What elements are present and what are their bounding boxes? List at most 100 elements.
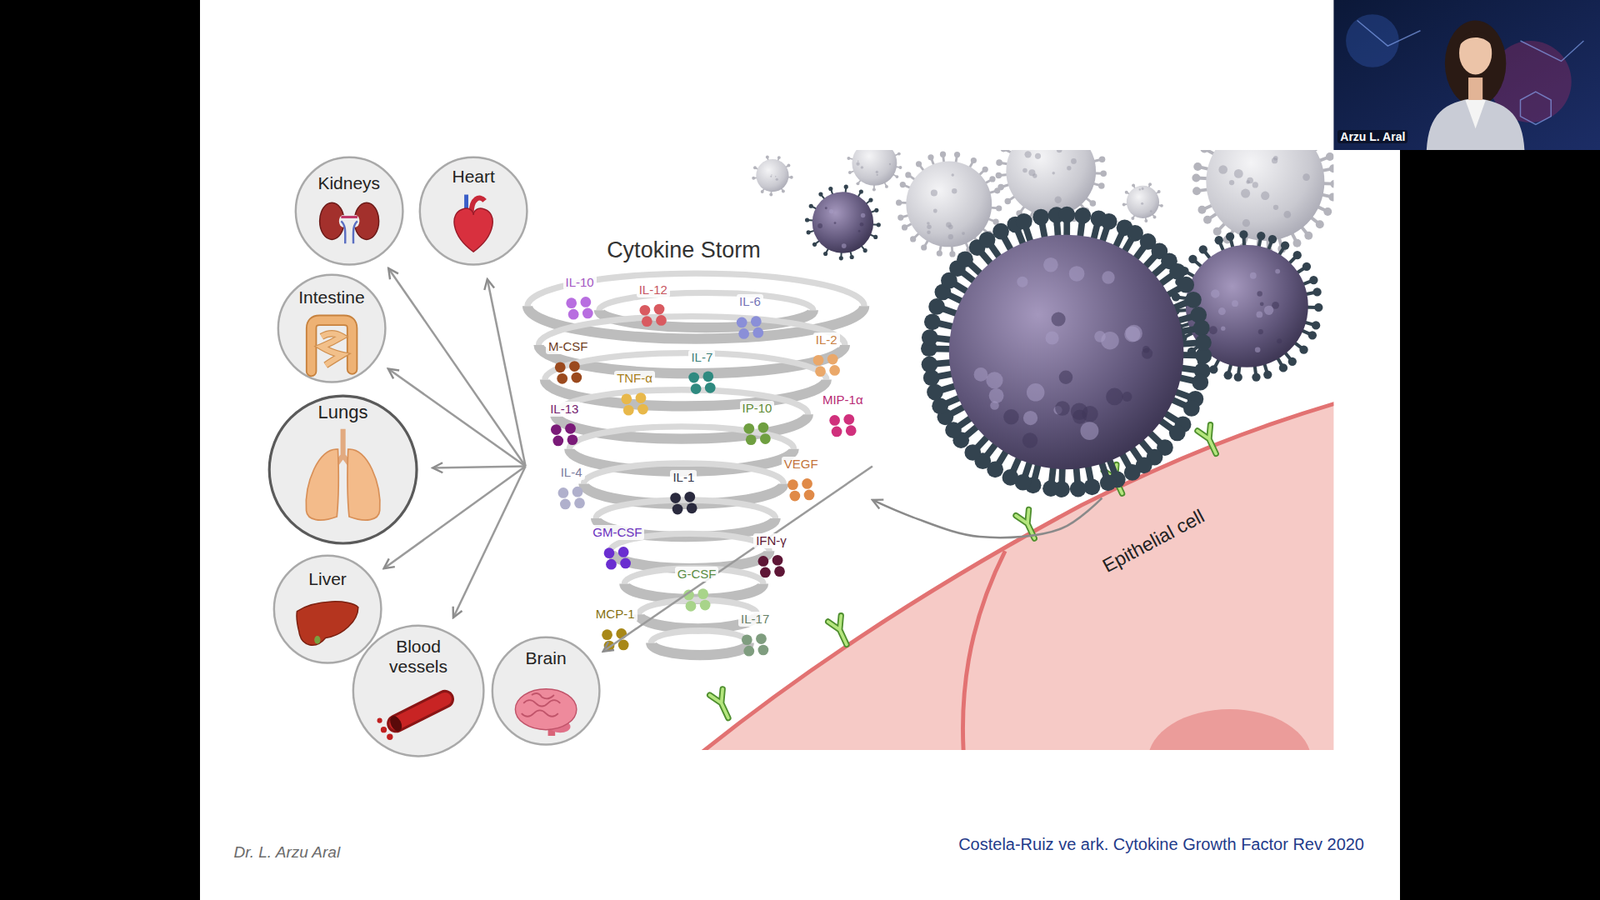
organ-label: Liver — [308, 569, 347, 590]
cytokine-dot — [574, 497, 585, 509]
virus-texture — [1260, 191, 1270, 200]
spike-head — [848, 170, 852, 175]
organ-circle-outline — [295, 157, 403, 265]
spike-head — [812, 242, 817, 247]
virus-texture — [1240, 188, 1250, 198]
spike-head — [765, 155, 770, 160]
cytokine-dot — [758, 422, 770, 434]
cytokine-dot — [758, 645, 770, 656]
blood-cell — [380, 726, 387, 733]
virus-body — [1205, 150, 1325, 241]
spike-head — [1195, 334, 1212, 351]
cytokine-dot — [829, 365, 840, 376]
virus-texture — [926, 221, 930, 225]
spike-head — [1193, 320, 1210, 337]
cytokine-dot — [620, 393, 632, 405]
virus-texture — [1124, 325, 1140, 342]
organ-circle-outline — [269, 395, 417, 544]
cytokine-cluster — [736, 315, 764, 339]
spike-head — [997, 184, 1005, 191]
spike-head — [1000, 150, 1008, 152]
author-note: Dr. L. Arzu Aral — [233, 843, 340, 863]
virus-texture — [1105, 388, 1124, 406]
spike-head — [1144, 219, 1148, 223]
spike-head — [1234, 373, 1243, 382]
cytokine-dot — [702, 370, 714, 382]
spike-head — [1328, 193, 1334, 202]
virus-body — [1126, 185, 1160, 219]
cytokine-label: IP-10 — [740, 400, 775, 416]
virus-texture — [875, 170, 879, 174]
virus-texture — [1142, 345, 1150, 354]
spike-head — [1100, 475, 1117, 492]
spike-head — [781, 190, 785, 194]
heart-shape — [454, 208, 493, 252]
spike-head — [1213, 227, 1222, 236]
spike-head — [897, 214, 904, 220]
spike-head — [1124, 464, 1141, 481]
cytokine-dot — [654, 304, 665, 315]
cytokine-label: VEGF — [781, 456, 821, 472]
cytokine-cluster — [683, 588, 710, 611]
gallbladder — [314, 635, 320, 645]
spike-head — [1329, 164, 1334, 173]
spike-head — [921, 355, 939, 373]
cytokine-dot — [635, 392, 647, 404]
virus-body — [949, 235, 1185, 470]
spike-head — [1315, 220, 1325, 229]
spike-head — [1263, 370, 1272, 379]
virus-texture — [1258, 329, 1264, 335]
cytokine-dot — [813, 355, 825, 366]
receptor-outline — [710, 689, 735, 721]
spike-head — [1325, 152, 1335, 161]
virus-texture — [985, 371, 1003, 389]
cytokine-dot — [550, 424, 562, 435]
virus-body — [1185, 245, 1309, 368]
virus-texture — [1141, 187, 1145, 190]
virus-particle — [751, 155, 793, 197]
virus-texture — [1229, 180, 1235, 185]
organ-circle: Blood vessels — [351, 624, 485, 758]
cytokine-dot — [570, 372, 582, 384]
spike-head — [949, 250, 955, 257]
cytokine-cluster — [601, 628, 629, 651]
organ-label: Heart — [451, 166, 495, 187]
spike-head — [1157, 190, 1161, 194]
receptor-fill — [1197, 425, 1223, 457]
cytokine-dot — [655, 315, 667, 326]
spike-head — [921, 329, 939, 346]
virus-particle — [895, 151, 1002, 258]
organ-drawing — [492, 637, 600, 745]
cytokine-cluster — [743, 422, 770, 445]
tornado-band-back — [595, 500, 776, 519]
cytokine-label: IL-13 — [547, 401, 581, 417]
spike-head — [1074, 207, 1091, 225]
spike-head — [1169, 425, 1186, 442]
virus-texture — [1231, 300, 1239, 307]
cytokine-label: G-CSF — [675, 566, 720, 582]
virus-texture — [948, 234, 954, 240]
virus-texture — [1043, 257, 1059, 273]
spike-head — [1098, 182, 1105, 190]
spike-head — [760, 190, 765, 194]
receptor — [1197, 425, 1223, 457]
spike-head — [1293, 239, 1302, 248]
spike-head — [1084, 478, 1101, 495]
cytokine-dot — [568, 309, 580, 320]
cytokine-dot — [641, 315, 653, 327]
cytokine-dot — [700, 600, 711, 611]
virus-texture — [1250, 272, 1257, 280]
vessel-wall — [395, 699, 445, 724]
virus-particle — [1122, 182, 1164, 223]
cytokine-dot — [572, 486, 584, 498]
virus-body — [905, 160, 992, 247]
vessel — [395, 699, 445, 724]
person-neck — [1468, 77, 1483, 100]
virus-texture — [817, 223, 823, 229]
cytokine-label: IL-17 — [738, 611, 772, 627]
virus-texture — [860, 213, 865, 218]
cytokine-dot — [560, 499, 571, 510]
virus-texture — [933, 209, 938, 214]
virus-texture — [1255, 311, 1263, 319]
